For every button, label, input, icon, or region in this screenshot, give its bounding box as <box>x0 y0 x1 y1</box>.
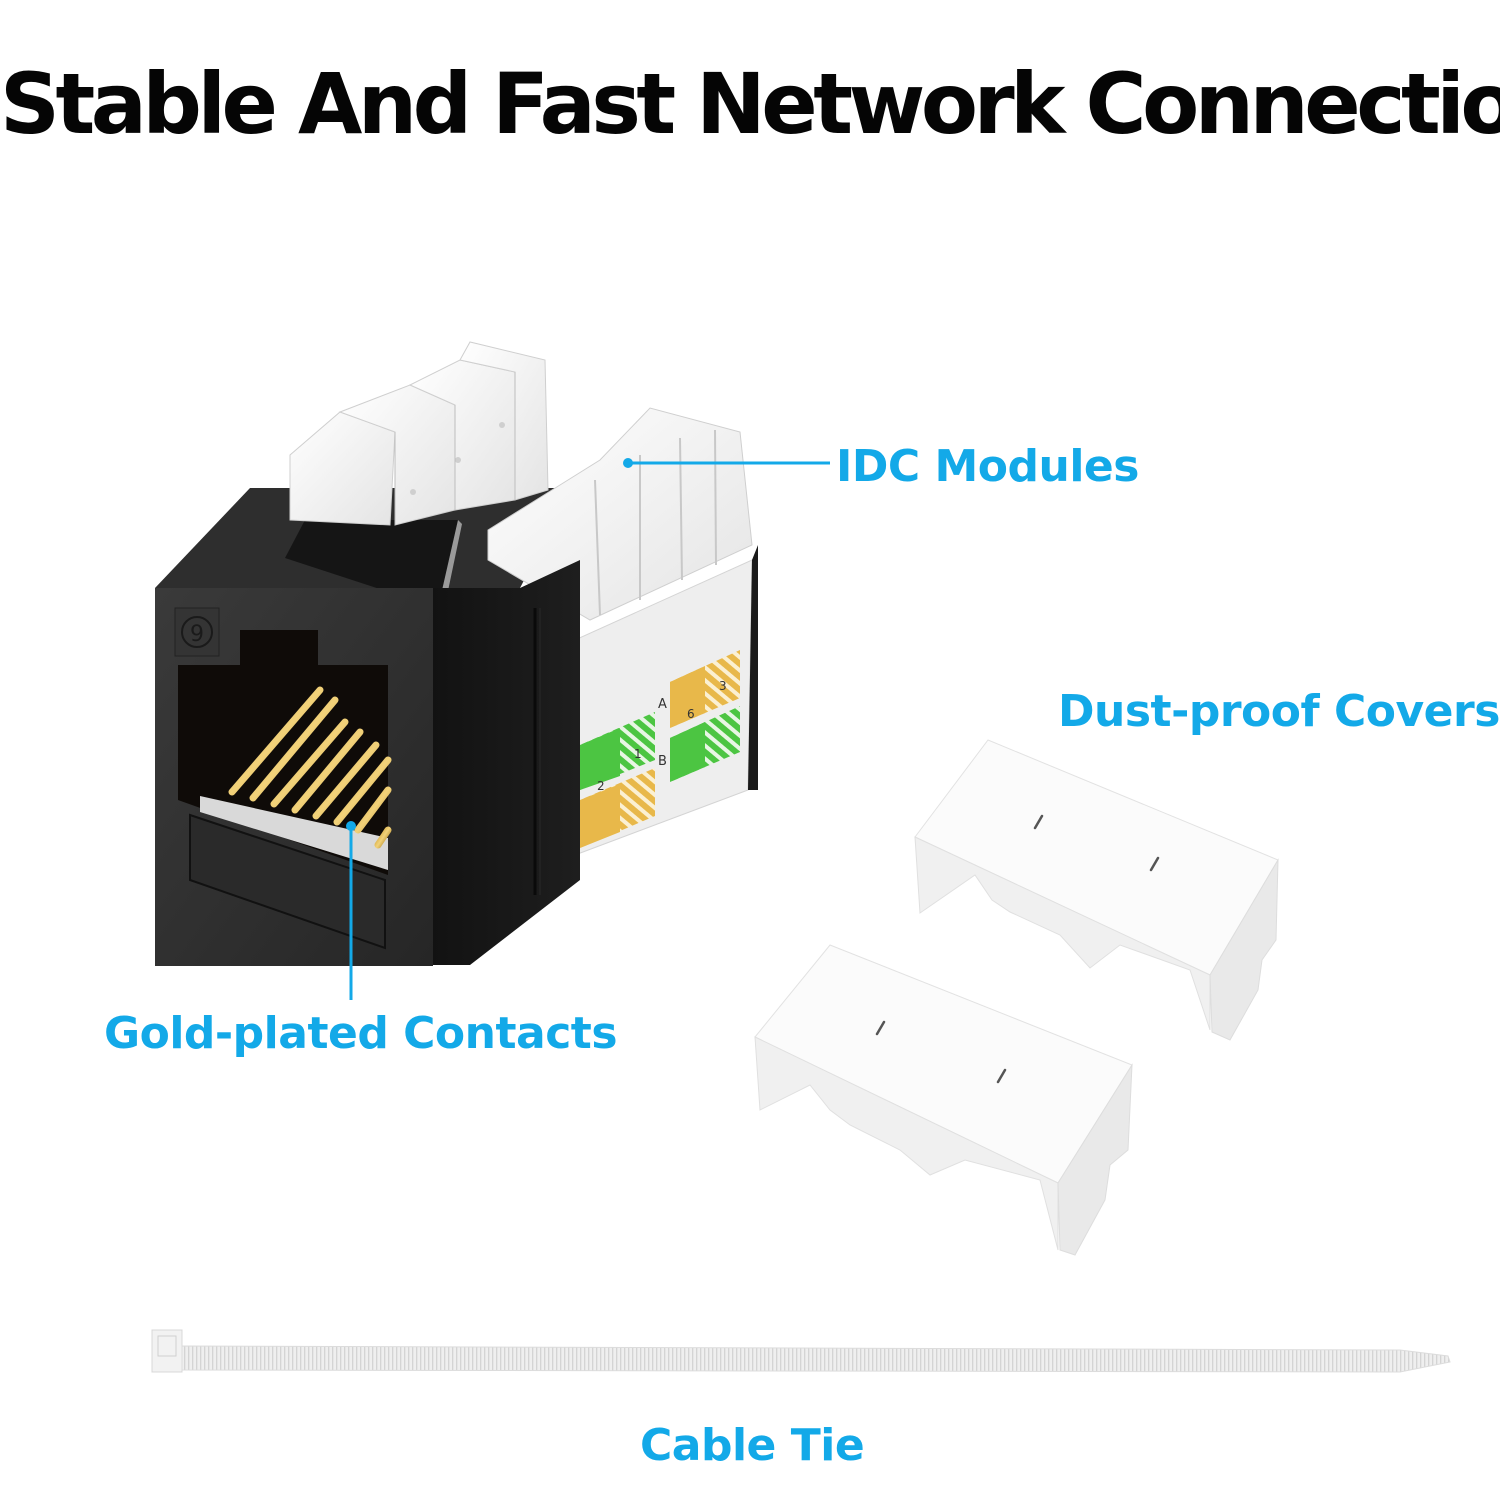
gold-leader-dot <box>346 821 356 831</box>
cable-tie-head <box>151 1329 183 1373</box>
callout-idc-modules: IDC Modules <box>836 441 1139 492</box>
cable-tie-strap <box>181 1345 1451 1373</box>
keystone-jack: A B 2 1 6 3 9 <box>155 341 758 966</box>
label-pin-2: 2 <box>597 779 605 793</box>
housing-side <box>430 560 580 965</box>
dust-proof-cover <box>754 944 1133 1256</box>
idc-leader-dot <box>623 458 633 468</box>
dust-proof-cover <box>914 739 1279 1041</box>
category-badge-number: 9 <box>190 622 204 647</box>
label-pin-1: 1 <box>634 747 642 761</box>
gold-contacts <box>228 686 392 849</box>
callout-gold-plated-contacts: Gold-plated Contacts <box>104 1008 618 1059</box>
page-title: Stable And Fast Network Connection <box>0 55 1500 153</box>
cable-tie <box>151 1329 1451 1373</box>
label-pair-b: B <box>658 754 667 769</box>
callout-dust-proof-covers: Dust-proof Covers <box>1058 686 1500 737</box>
idc-modules-left <box>289 341 549 526</box>
label-pin-6: 6 <box>687 707 695 721</box>
latch <box>285 520 458 608</box>
callout-cable-tie: Cable Tie <box>640 1420 865 1471</box>
label-pin-3: 3 <box>719 679 727 693</box>
callout-leaders <box>346 458 830 1000</box>
idc-modules-right: A B 2 1 6 3 <box>487 407 758 856</box>
label-pair-a: A <box>658 697 667 712</box>
